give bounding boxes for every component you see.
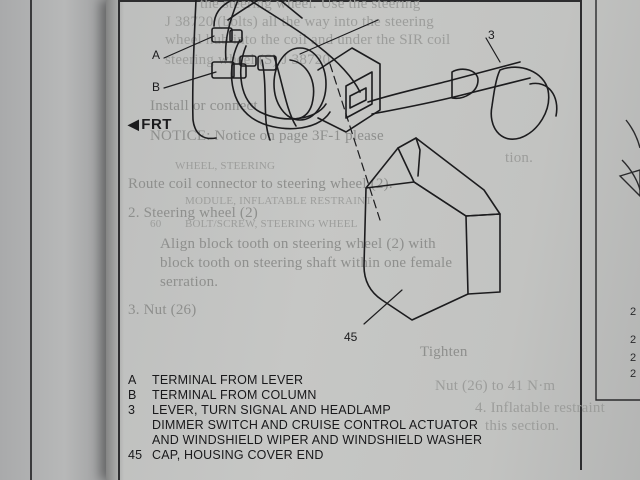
legend-text-continued: DIMMER SWITCH AND CRUISE CONTROL ACTUATO… xyxy=(152,418,479,432)
column-housing-inner xyxy=(224,0,239,61)
bleed-text-line: block tooth on steering shaft within one… xyxy=(160,255,453,271)
legend-item: 45 CAP, HOUSING COVER END xyxy=(128,448,568,463)
bleed-text-line: steering wheel (S) J 38720 xyxy=(165,52,331,68)
wire-up xyxy=(227,0,259,21)
leader-a xyxy=(163,35,215,59)
end-cap-front xyxy=(363,181,469,321)
lever-knob xyxy=(451,68,479,100)
bleed-text-line: BOLT/SCREW, STEERING WHEEL xyxy=(185,218,358,230)
bleed-text-line: 3. Nut (26) xyxy=(128,302,197,318)
turn-signal-lever-lower xyxy=(371,77,531,115)
legend-key: 45 xyxy=(128,448,143,462)
connector-a xyxy=(211,27,233,43)
bleed-text-line: Nut (26) to 41 N·m xyxy=(435,378,556,394)
frame-right-rule xyxy=(580,0,582,470)
bleed-text-line: WHEEL, STEERING xyxy=(175,160,276,172)
callout-45: 45 xyxy=(344,330,358,344)
legend-key: A xyxy=(128,373,137,387)
callout-b: B xyxy=(152,80,161,94)
legend-item: B TERMINAL FROM COLUMN xyxy=(128,388,568,403)
upper-shroud xyxy=(249,0,361,93)
hub-outer xyxy=(273,47,327,121)
turn-signal-lever xyxy=(367,61,521,103)
connector-c xyxy=(257,55,277,71)
wire-loop xyxy=(230,39,331,130)
bleed-text-line: 60 xyxy=(150,218,162,230)
bleed-text-line: Align block tooth on steering wheel (2) … xyxy=(160,236,436,252)
callout-3: 3 xyxy=(488,28,495,42)
bleed-text-line: Route coil connector to steering wheel (… xyxy=(128,176,393,192)
legend-key: 3 xyxy=(128,403,136,417)
fragment-frame xyxy=(595,0,640,401)
bleed-text-line: MODULE, INFLATABLE RESTRAINT xyxy=(185,195,373,207)
frame-left-rule xyxy=(118,0,120,480)
switch-bracket-face xyxy=(345,71,373,119)
legend-text: TERMINAL FROM LEVER xyxy=(152,373,304,387)
legend-text: LEVER, TURN SIGNAL AND HEADLAMP xyxy=(152,403,391,417)
bleed-text-line: wheel hub into the coil and under the SI… xyxy=(165,32,451,48)
end-cap-slot xyxy=(365,147,399,189)
connector-a-mate xyxy=(229,29,243,43)
bleed-text-line: Tighten xyxy=(420,344,468,360)
wire-down xyxy=(261,59,271,141)
legend-text: TERMINAL FROM COLUMN xyxy=(152,388,317,402)
bleed-text-line: 4. Inflatable restraint xyxy=(475,400,605,416)
callout-a: A xyxy=(152,48,161,62)
end-cap-side xyxy=(465,213,501,295)
front-direction-label: ◀FRT xyxy=(128,116,172,133)
legend-text-continued: AND WINDSHIELD WIPER AND WINDSHIELD WASH… xyxy=(152,433,483,447)
lever-end xyxy=(529,82,558,117)
wire-strand xyxy=(273,55,297,127)
margin-number: 2 xyxy=(630,368,637,380)
legend: A TERMINAL FROM LEVER B TERMINAL FROM CO… xyxy=(128,373,568,463)
fragment-shape xyxy=(618,169,640,197)
legend-key: B xyxy=(128,388,137,402)
frt-text: FRT xyxy=(141,116,172,133)
bleed-text-line: this section. xyxy=(485,418,560,434)
margin-number: 2 xyxy=(630,334,637,346)
connector-b-mate xyxy=(231,63,247,79)
frame-top-rule xyxy=(120,0,582,2)
bleed-text-line: 2. Steering wheel (2) xyxy=(128,205,258,221)
leader-b xyxy=(163,71,217,89)
leader-3 xyxy=(485,37,501,63)
lever-grip xyxy=(490,66,550,140)
switch-port xyxy=(349,87,367,109)
center-line xyxy=(329,63,381,221)
shroud-edge xyxy=(279,0,303,19)
connector-b-latch xyxy=(239,55,257,67)
page-rule xyxy=(30,0,32,480)
legend-item: A TERMINAL FROM LEVER xyxy=(128,373,568,388)
previous-page-edge xyxy=(0,0,108,480)
fragment-curve-2 xyxy=(625,119,640,149)
bleed-text-line: serration. xyxy=(160,274,219,290)
connector-b xyxy=(211,61,235,79)
bleed-text-line: tion. xyxy=(505,150,534,166)
end-cap-edge xyxy=(415,137,421,177)
wire-up-2 xyxy=(213,0,233,27)
left-arrow-icon: ◀ xyxy=(128,116,140,132)
legend-text: CAP, HOUSING COVER END xyxy=(152,448,324,462)
column-housing-outline xyxy=(191,0,217,140)
switch-bracket xyxy=(317,47,381,133)
manual-page xyxy=(106,0,640,480)
margin-number: 2 xyxy=(630,306,637,318)
margin-number: 2 xyxy=(630,352,637,364)
bleed-text-line: NOTICE: Notice on page 3F-1 please xyxy=(150,128,384,144)
bleed-text-line: Install or connect xyxy=(150,98,258,114)
leader-extra xyxy=(299,19,379,55)
wire-loop-2 xyxy=(239,45,327,120)
adjacent-figure-fragment xyxy=(595,0,640,401)
leader-45 xyxy=(363,289,403,325)
legend-item: 3 LEVER, TURN SIGNAL AND HEADLAMP xyxy=(128,403,568,418)
hub-inner xyxy=(287,59,315,120)
